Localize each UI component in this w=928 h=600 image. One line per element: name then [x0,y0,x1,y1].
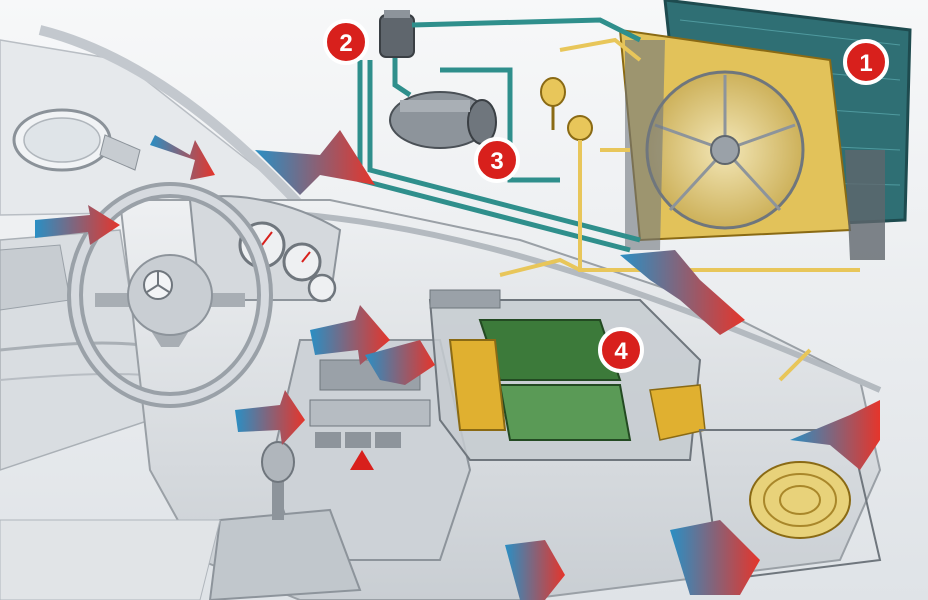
air-flow-arrow-icon [790,400,880,470]
heater-core [448,339,507,431]
refrigerant-lines [357,17,642,253]
callout-4: 4 [598,327,644,373]
receiver-dryer [379,10,415,58]
callout-1: 1 [843,39,889,85]
callout-number: 1 [859,50,872,77]
air-flow-arrow-icon [620,250,745,335]
gear-shift-icon [208,441,362,600]
expansion-valve [540,77,593,141]
air-flow-arrow-icon [35,205,120,245]
air-flow-arrows [35,130,880,600]
air-flow-arrow-icon [255,130,375,195]
air-flow-arrow-icon [505,540,565,600]
callout-number: 3 [490,148,503,175]
callout-2: 2 [323,19,369,65]
callout-number: 2 [339,30,352,57]
mercedes-star-icon [143,270,173,300]
air-flow-arrow-icon [235,390,305,445]
air-flow-arrow-icon [365,340,435,385]
steering-wheel-icon [67,182,273,408]
door-handle-recess [0,244,71,311]
air-flow-arrow-icon [670,520,760,595]
radiator-with-fan [618,0,912,260]
air-flow-arrow-icon [310,305,390,365]
callout-number: 4 [614,338,628,365]
air-flow-arrow-icon [150,135,215,180]
coolant-lines [499,37,860,382]
compressor [389,91,497,149]
side-mirror-icon [12,108,141,172]
a-pillar [38,25,304,209]
callout-3: 3 [474,137,520,183]
